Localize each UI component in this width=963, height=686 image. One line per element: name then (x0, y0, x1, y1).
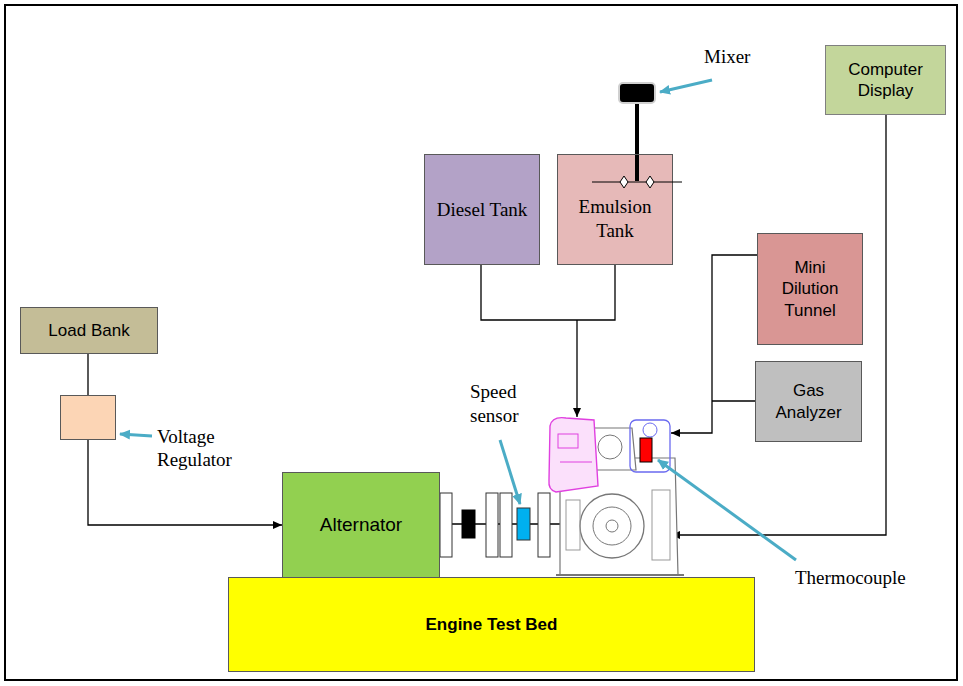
speed-sensor (517, 508, 530, 540)
node-label: Alternator (320, 513, 402, 537)
engine-cap (598, 435, 622, 459)
process-box: Mini Dilution Tunnel (757, 233, 863, 345)
node-label: Emulsion Tank (564, 195, 666, 243)
node-label: Computer Display (832, 59, 939, 102)
display-box: Computer Display (825, 45, 946, 115)
process-box: Load Bank (20, 307, 158, 354)
node-label: Gas Analyzer (762, 380, 855, 423)
tank-box: Emulsion Tank (557, 154, 673, 265)
crank-hub (606, 520, 618, 532)
callout-label: Thermocouple (795, 566, 925, 590)
coupling-plate (440, 493, 452, 557)
mixer-shaft (635, 104, 639, 154)
tank-line (560, 462, 592, 463)
node-label: Mini Dilution Tunnel (764, 257, 856, 321)
coupling-plate (500, 493, 512, 557)
sample-line (712, 400, 755, 401)
engine-foot (556, 574, 684, 576)
engine-rib (566, 500, 580, 550)
engine-rib (652, 490, 670, 560)
mixer-shaft (635, 155, 639, 181)
callout-arrow (660, 80, 712, 92)
fuel-line (481, 265, 615, 320)
sample-line (671, 255, 757, 433)
node-label: Load Bank (48, 320, 129, 341)
frame-border (5, 5, 957, 680)
node-label: Mixer (704, 46, 774, 69)
coupling-block (462, 510, 475, 538)
thermocouple (640, 438, 652, 462)
callout-arrow (120, 434, 152, 436)
fuel-line (576, 320, 577, 417)
test-bed: Engine Test Bed (228, 577, 755, 672)
node-label: Diesel Tank (437, 198, 528, 222)
exhaust-outlet (643, 423, 657, 437)
tank-cap (558, 434, 578, 448)
impeller-bar (592, 182, 682, 183)
exhaust-muffler (630, 420, 670, 472)
mixer-icon: Mixer (618, 82, 656, 104)
data-line (671, 115, 886, 535)
fuel-tank (549, 418, 598, 492)
alternator-box: Alternator (282, 472, 440, 578)
regulator-box: Voltage Regulator (60, 395, 116, 440)
process-box: Gas Analyzer (755, 361, 862, 442)
impeller-blade (620, 176, 654, 188)
node-label: Engine Test Bed (426, 614, 558, 635)
coupling-plate (486, 493, 498, 557)
tank-box: Diesel Tank (424, 154, 540, 265)
callout-label: Speed sensor (470, 380, 550, 428)
coupling-plate (538, 493, 550, 557)
callout-arrow (658, 460, 796, 560)
wire (87, 354, 88, 395)
flywheel-cover (580, 494, 644, 558)
flywheel (593, 507, 631, 545)
node-label: Voltage Regulator (157, 426, 247, 472)
callout-arrow (500, 440, 520, 504)
